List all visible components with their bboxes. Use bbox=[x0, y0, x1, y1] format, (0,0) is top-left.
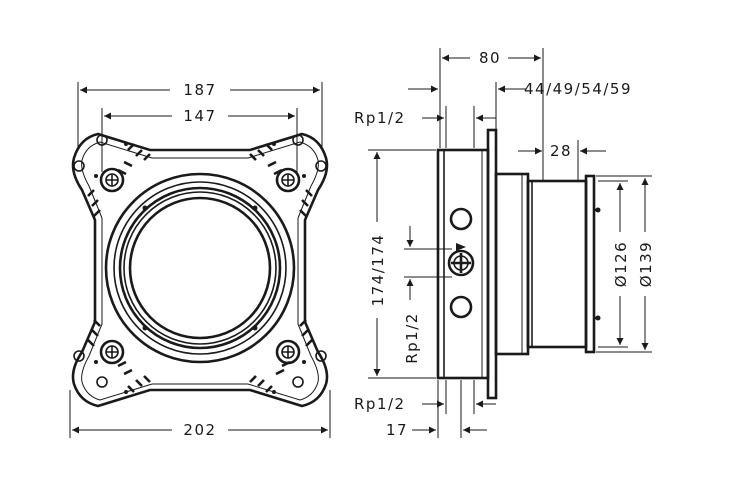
dimension-187: 187 bbox=[77, 81, 323, 150]
dimension-label-variable-depth: 44/49/54/59 bbox=[524, 80, 632, 98]
arm-slots-bottom-left bbox=[87, 319, 151, 394]
cover-ring bbox=[584, 174, 596, 354]
adapter-step bbox=[494, 172, 530, 356]
mounting-plate-inner-outline bbox=[81, 141, 319, 401]
dimension-202: 202 bbox=[69, 390, 331, 439]
arm-slots-bottom-right bbox=[249, 319, 313, 394]
dimension-label-174: 174/174 bbox=[369, 234, 387, 307]
dimension-label-187: 187 bbox=[183, 81, 216, 99]
corner-boss-bottom-left bbox=[99, 339, 125, 365]
dimension-variable-depth: 44/49/54/59 bbox=[408, 80, 632, 172]
port-middle bbox=[447, 243, 475, 277]
dimension-147: 147 bbox=[101, 107, 298, 172]
side-view: 80 44/49/54/59 Rp1/2 28 bbox=[354, 48, 655, 439]
dimension-label-202: 202 bbox=[183, 421, 216, 439]
annotation-port-middle: Rp1/2 bbox=[403, 226, 452, 364]
label-rp-middle: Rp1/2 bbox=[403, 312, 421, 364]
label-rp-bottom: Rp1/2 bbox=[354, 395, 406, 413]
label-dia-126: Ø126 bbox=[612, 241, 630, 287]
corner-holes bbox=[73, 134, 327, 388]
dimension-174: 174/174 bbox=[368, 149, 436, 379]
outer-ring bbox=[104, 172, 296, 364]
dimension-80: 80 bbox=[439, 48, 544, 180]
dimension-label-147: 147 bbox=[183, 107, 216, 125]
dimension-label-17: 17 bbox=[386, 421, 408, 439]
annotation-port-bottom: Rp1/2 bbox=[354, 380, 496, 414]
ring-groove-3 bbox=[123, 191, 277, 345]
arm-slots-top-right bbox=[249, 142, 313, 217]
dimension-28: 28 bbox=[518, 140, 606, 180]
label-dia-139: Ø139 bbox=[637, 241, 655, 287]
ring-groove-1 bbox=[113, 181, 287, 355]
ring-groove-2 bbox=[118, 186, 282, 350]
mounting-plate-outline bbox=[71, 132, 329, 408]
dimension-label-28: 28 bbox=[550, 142, 572, 160]
corner-boss-top-left bbox=[99, 167, 125, 193]
front-view: 187 147 202 bbox=[69, 81, 331, 439]
extension-sleeve bbox=[526, 179, 588, 349]
inner-opening bbox=[128, 196, 272, 340]
dimension-diameters: Ø126 Ø139 bbox=[596, 175, 655, 353]
label-rp-top: Rp1/2 bbox=[354, 109, 406, 127]
arm-slots-top-left bbox=[87, 142, 151, 217]
corner-boss-bottom-right bbox=[275, 339, 301, 365]
port-top bbox=[449, 207, 473, 231]
port-bottom bbox=[449, 295, 473, 319]
ring-screw-holes bbox=[142, 205, 258, 331]
annotation-port-top: Rp1/2 bbox=[354, 106, 496, 148]
dimension-label-80: 80 bbox=[479, 49, 501, 67]
corner-boss-top-right bbox=[275, 167, 301, 193]
dimension-17: 17 bbox=[386, 380, 487, 439]
